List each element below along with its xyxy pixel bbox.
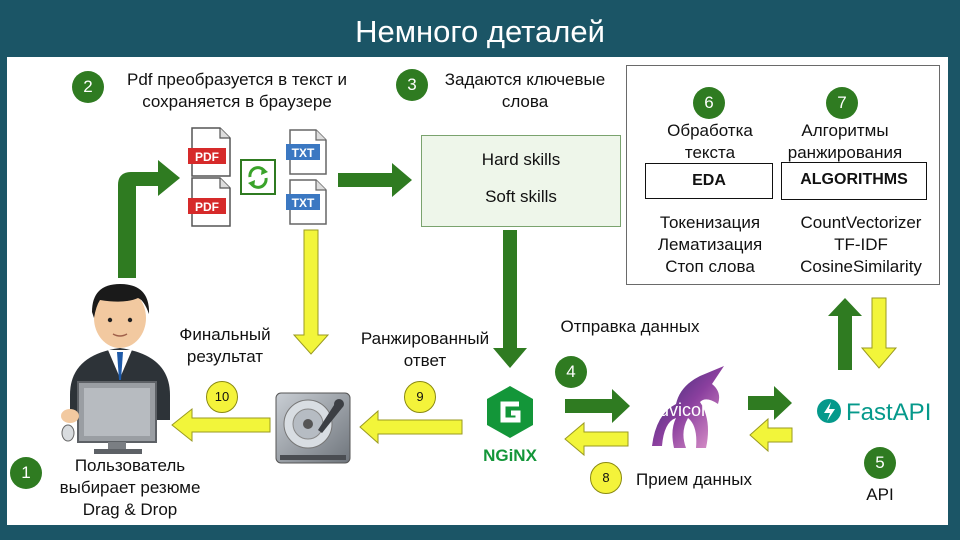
- arrow-storage-to-user: [171, 407, 271, 443]
- step-1-badge: 1: [10, 457, 42, 489]
- svg-text:PDF: PDF: [195, 200, 219, 214]
- arrow-uvicorn-to-nginx: [564, 421, 629, 457]
- svg-text:PDF: PDF: [195, 150, 219, 164]
- step-5-badge: 5: [864, 447, 896, 479]
- eda-item: Лематизация: [657, 235, 763, 254]
- arrow-txt-to-storage: [292, 229, 330, 355]
- step-10-badge: 10: [206, 381, 238, 413]
- step-3-text: Задаются ключевые слова: [444, 70, 606, 111]
- svg-text:NGiNX: NGiNX: [483, 446, 538, 465]
- svg-text:TXT: TXT: [292, 146, 315, 160]
- step-7-text: Алгоритмы ранжирования: [787, 121, 903, 162]
- step-8-badge: 8: [590, 462, 622, 494]
- step-3-badge: 3: [396, 69, 428, 101]
- hard-drive-icon: [275, 392, 351, 464]
- step-2-text: Pdf преобразуется в текст и сохраняется …: [126, 70, 348, 111]
- step-2-badge: 2: [72, 71, 104, 103]
- arrow-user-to-pdf: [118, 160, 180, 278]
- step-9-text: Ранжированный ответ: [360, 329, 490, 370]
- pdf-file-icon: PDF: [188, 177, 231, 227]
- svg-text:FastAPI: FastAPI: [846, 399, 931, 426]
- algorithm-item: CosineSimilarity: [800, 257, 922, 276]
- step-8-text: Прием данных: [636, 470, 752, 489]
- step-1-text: Пользователь выбирает резюме Drag & Drop: [59, 456, 201, 519]
- txt-file-icon: TXT: [286, 129, 327, 175]
- txt-file-icon: TXT: [286, 179, 327, 225]
- fastapi-logo: FastAPI: [797, 385, 942, 440]
- eda-label: EDA: [645, 163, 773, 199]
- algorithms-label: ALGORITHMS: [781, 162, 927, 200]
- arrow-fastapi-to-analysis: [828, 298, 862, 370]
- soft-skills-label: Soft skills: [485, 187, 557, 206]
- svg-text:uvicorn: uvicorn: [659, 400, 717, 420]
- step-10-text: Финальный результат: [179, 325, 271, 366]
- arrow-fastapi-to-uvicorn: [749, 417, 793, 453]
- user-at-computer-icon: [61, 284, 170, 454]
- eda-item: Стоп слова: [665, 257, 755, 276]
- eda-item: Токенизация: [659, 213, 761, 232]
- arrow-uvicorn-to-fastapi: [748, 386, 792, 420]
- hard-skills-label: Hard skills: [481, 150, 561, 169]
- step-4-badge: 4: [555, 356, 587, 388]
- step-7-badge: 7: [826, 87, 858, 119]
- step-6-text: Обработка текста: [667, 121, 753, 162]
- keywords-box: Hard skills Soft skills: [421, 135, 621, 227]
- step-5-text: API: [866, 485, 894, 504]
- arrow-skills-to-nginx: [493, 230, 527, 368]
- step-6-badge: 6: [693, 87, 725, 119]
- step-9-badge: 9: [404, 381, 436, 413]
- svg-text:TXT: TXT: [292, 196, 315, 210]
- step-4-text: Отправка данных: [560, 317, 700, 336]
- arrow-nginx-to-uvicorn: [565, 389, 630, 423]
- arrow-txt-to-skills: [338, 163, 412, 197]
- nginx-logo: NGiNX: [468, 384, 552, 470]
- slide-title: Немного деталей: [355, 14, 605, 49]
- uvicorn-logo: uvicorn: [638, 362, 741, 465]
- convert-icon: [240, 159, 276, 195]
- algorithm-item: TF-IDF: [834, 235, 888, 254]
- pdf-file-icon: PDF: [188, 127, 231, 177]
- algorithm-item: CountVectorizer: [800, 213, 922, 232]
- arrow-nginx-to-storage: [359, 409, 463, 445]
- arrow-analysis-to-fastapi: [860, 297, 898, 369]
